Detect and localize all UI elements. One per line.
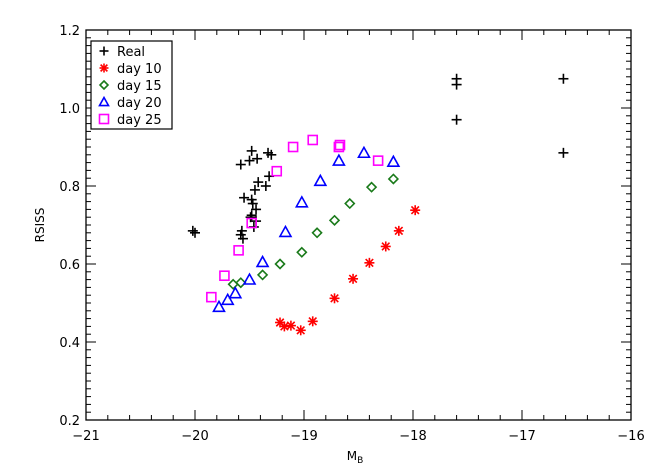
legend-marker-day-15 (98, 79, 110, 91)
legend-marker-day-10 (99, 63, 109, 73)
y-tick-label: 1.2 (59, 24, 80, 39)
legend-label-real: Real (117, 45, 145, 60)
data-point-day-15 (296, 246, 308, 258)
x-tick-label: −18 (399, 429, 426, 444)
data-point-real (239, 192, 250, 203)
data-point-day-15 (328, 214, 341, 226)
data-point-real (245, 212, 256, 223)
x-tick-label: −21 (72, 429, 99, 444)
data-point-real (235, 159, 246, 170)
data-point-day-10 (285, 320, 296, 331)
data-point-real (451, 114, 462, 125)
data-point-day-15 (227, 278, 239, 290)
legend-label-day-20: day 20 (117, 96, 162, 111)
data-point-real (558, 147, 569, 158)
y-tick-label: 0.8 (59, 180, 80, 195)
data-point-day-20 (357, 145, 371, 159)
data-point-real (244, 155, 255, 166)
data-point-day-20 (294, 195, 309, 208)
data-point-day-25 (334, 139, 346, 151)
y-tick-label: 0.4 (59, 336, 80, 351)
data-point-real (451, 79, 462, 90)
data-point-day-20 (313, 173, 328, 187)
data-marks (187, 73, 569, 336)
data-point-real (266, 149, 277, 160)
x-tick-label: −19 (290, 429, 317, 444)
legend-item-real: Real (99, 45, 145, 60)
data-point-day-10 (329, 293, 340, 304)
data-point-real (253, 177, 264, 188)
data-point-real (251, 204, 262, 215)
y-tick-label: 0.6 (59, 258, 80, 273)
data-point-day-25 (287, 141, 299, 153)
y-axis-label: RSISS (33, 208, 47, 243)
data-point-day-15 (365, 181, 378, 193)
data-point-day-25 (233, 245, 244, 256)
data-point-day-10 (393, 225, 404, 236)
data-point-day-25 (307, 134, 319, 146)
data-point-day-25 (271, 165, 283, 177)
data-point-day-10 (380, 241, 391, 252)
legend-label-day-25: day 25 (117, 113, 162, 128)
data-point-day-10 (295, 325, 306, 336)
y-tick-label: 0.2 (59, 414, 80, 429)
legend-label-day-15: day 15 (117, 79, 162, 94)
legend: Real day 10 day 15 day 20 day 25 (90, 40, 173, 130)
data-point-day-20 (386, 154, 401, 168)
legend-marker-day-25 (98, 113, 110, 125)
legend-item-day-25: day 25 (98, 113, 162, 128)
data-point-day-25 (333, 141, 345, 153)
data-point-day-15 (235, 277, 247, 289)
data-point-real (247, 198, 258, 209)
data-point-day-25 (219, 270, 230, 282)
data-point-real (246, 145, 257, 156)
legend-marker-day-20 (98, 95, 110, 107)
data-point-real (252, 153, 263, 164)
data-point-day-15 (344, 197, 356, 210)
data-point-real (187, 225, 198, 236)
legend-item-day-15: day 15 (98, 79, 162, 94)
y-tick-label: 1.0 (59, 102, 80, 117)
data-point-day-10 (364, 257, 375, 268)
data-point-day-25 (246, 217, 257, 229)
data-point-day-20 (242, 272, 257, 285)
data-point-real (260, 181, 271, 191)
data-point-day-20 (228, 286, 243, 299)
x-tick-label: −20 (181, 429, 208, 444)
legend-marker-real (99, 46, 109, 56)
x-tick-label: −16 (617, 429, 644, 444)
legend-item-day-10: day 10 (99, 62, 162, 77)
data-point-day-10 (307, 316, 318, 327)
data-point-real (249, 184, 260, 195)
axis-ticks (85, 29, 632, 421)
data-point-day-15 (311, 227, 323, 239)
legend-item-day-20: day 20 (98, 95, 162, 111)
x-axis-label-main: M (347, 449, 357, 463)
x-axis-label-subscript: B (357, 456, 363, 466)
data-point-day-20 (278, 224, 293, 238)
data-point-day-20 (255, 254, 270, 268)
data-point-day-20 (220, 292, 235, 306)
x-tick-label: −17 (508, 429, 535, 444)
data-point-day-10 (410, 205, 421, 216)
data-point-day-25 (206, 291, 217, 303)
legend-label-day-10: day 10 (117, 62, 162, 77)
legend-items: Real day 10 day 15 day 20 day 25 (98, 45, 162, 128)
data-point-real (237, 233, 248, 244)
data-point-real (558, 73, 569, 84)
x-axis-label: MB (347, 449, 364, 466)
data-point-day-10 (348, 273, 359, 284)
axis-tick-labels: −21 −20 −19 −18 −17 −16 0.2 0.4 0.6 0.8 1.0 1.2 (59, 24, 644, 444)
data-point-real (190, 227, 200, 238)
data-point-day-15 (256, 269, 269, 281)
data-point-day-20 (332, 153, 346, 166)
data-point-day-15 (387, 173, 400, 185)
data-point-day-20 (212, 299, 226, 313)
data-point-day-15 (274, 258, 286, 270)
data-point-day-25 (372, 155, 384, 166)
